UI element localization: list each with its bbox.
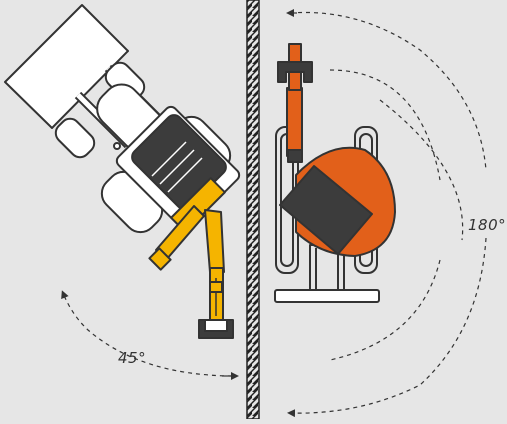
backhoe-loader-icon xyxy=(4,4,241,339)
rotation-angle-label-180: 180° xyxy=(468,216,507,234)
wall-icon xyxy=(246,0,260,420)
rotation-arc-outer xyxy=(289,11,487,171)
rotation-arc-left-icon xyxy=(61,290,233,377)
compact-excavator-icon xyxy=(274,43,396,303)
rotation-angle-label-45: 45° xyxy=(118,349,147,367)
rotation-arc-right-icon xyxy=(379,99,464,241)
